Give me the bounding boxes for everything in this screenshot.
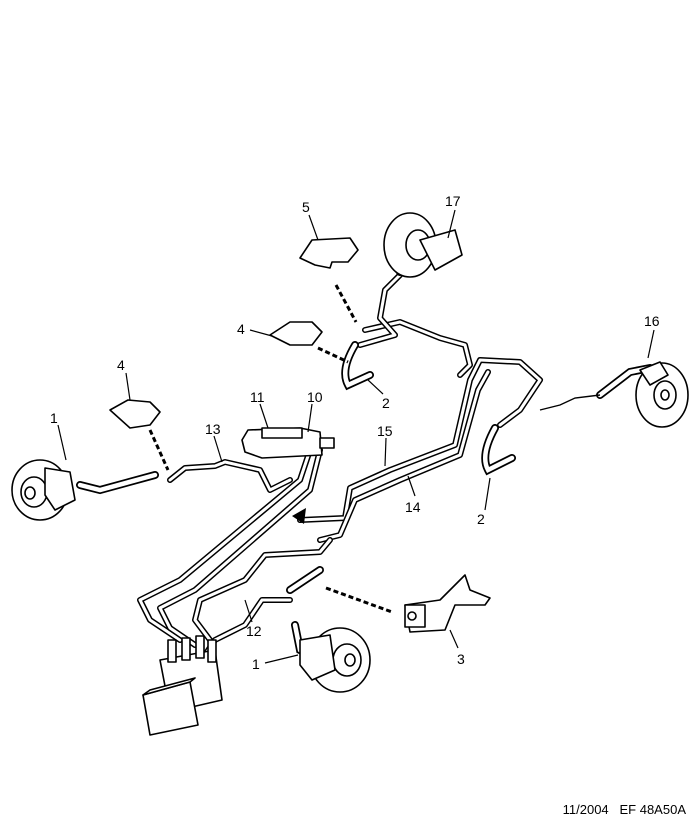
callout-12: 12 [246,623,262,639]
callout-1-front-right: 1 [252,656,260,672]
callout-2-lower: 2 [477,511,485,527]
callout-13: 13 [205,421,221,437]
flexible-hoses [76,241,654,659]
brake-pipes [137,272,543,658]
front-right-brake-disc [299,627,371,693]
callout-17: 17 [445,193,461,209]
clip-4-upper [269,321,323,346]
clip-4-left [109,399,161,429]
callout-4-upper: 4 [237,321,245,337]
callout-15: 15 [377,423,393,439]
abs-hydraulic-unit [142,635,223,736]
callout-4-left: 4 [117,357,125,373]
callout-5: 5 [302,199,310,215]
rear-left-brake-disc [383,212,463,278]
callout-1-front-left: 1 [50,410,58,426]
footer-date: 11/2004 [562,802,609,817]
callout-10: 10 [307,389,323,405]
master-cylinder [241,427,335,459]
callout-16: 16 [644,313,660,329]
bracket-3 [404,574,491,633]
callout-labels: 1 1 2 2 3 4 4 5 10 11 12 13 14 15 16 17 [50,193,660,672]
callout-11: 11 [250,389,265,405]
clip-5 [299,237,359,269]
front-left-brake-disc [11,459,76,521]
diagram-footer: 11/2004 EF 48A50A [563,802,686,817]
assembly-arrows [148,284,393,614]
footer-reference: EF 48A50A [619,802,687,817]
callout-3: 3 [457,651,465,667]
callout-2-upper: 2 [382,395,390,411]
rear-right-brake-disc [635,361,689,428]
callout-14: 14 [405,499,421,515]
leader-lines [57,209,655,664]
